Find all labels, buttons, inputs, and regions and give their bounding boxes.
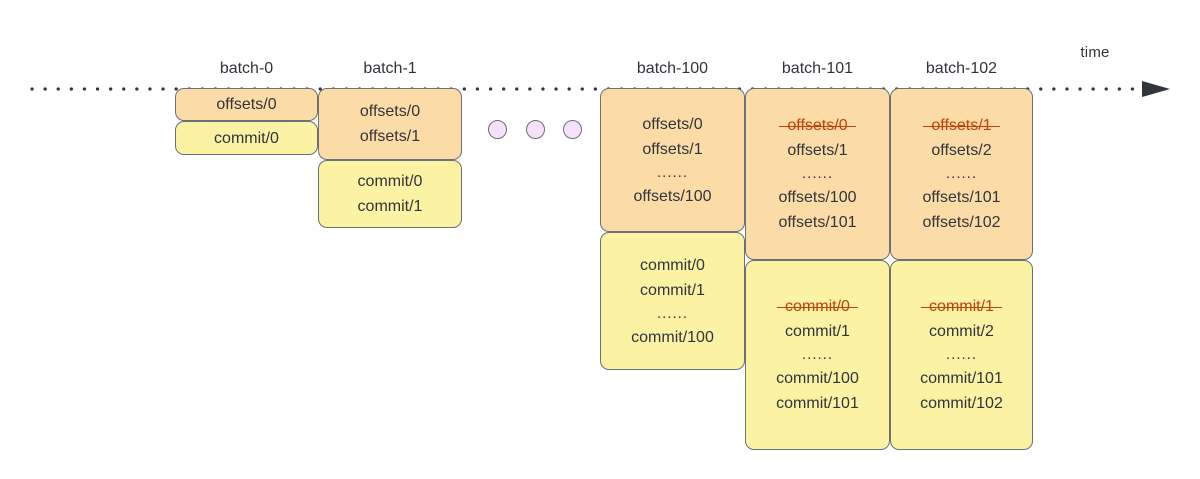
batch-label-102: batch-102 xyxy=(925,60,998,77)
commit-entry: commit/0 xyxy=(357,173,423,190)
batch-label-1: batch-1 xyxy=(363,60,417,77)
offsets-entry: offsets/100 xyxy=(778,189,857,206)
time-axis-arrowhead xyxy=(1142,81,1170,97)
offsets-entry: offsets/1 xyxy=(787,142,848,159)
commit-ellipsis: ...... xyxy=(945,346,977,363)
commit-entry: commit/101 xyxy=(920,370,1003,387)
batch-label-100: batch-100 xyxy=(636,60,709,77)
batch-1-commit-box[interactable]: commit/0 commit/1 xyxy=(318,160,462,228)
batch-100-commit-box[interactable]: commit/0 commit/1 ...... commit/100 xyxy=(600,232,745,370)
offsets-entry: offsets/100 xyxy=(633,187,712,205)
batch-101-commit-box[interactable]: commit/0 commit/1 ...... commit/100 comm… xyxy=(745,260,890,450)
offsets-entry-removed: offsets/0 xyxy=(779,113,856,138)
offsets-ellipsis: ...... xyxy=(656,163,688,181)
batch-1-offsets-box[interactable]: offsets/0 offsets/1 xyxy=(318,88,462,160)
batch-101-offsets-box[interactable]: offsets/0 offsets/1 ...... offsets/100 o… xyxy=(745,88,890,260)
offsets-entry: offsets/1 xyxy=(359,128,421,145)
offsets-entry: offsets/0 xyxy=(642,115,703,133)
offsets-entry-removed: offsets/1 xyxy=(923,113,1000,138)
continuation-dot-1 xyxy=(488,120,507,139)
offsets-entry: offsets/1 xyxy=(642,140,703,158)
offsets-entry: offsets/0 xyxy=(216,96,277,113)
commit-entry: commit/1 xyxy=(357,198,423,215)
offsets-entry: offsets/102 xyxy=(922,214,1001,231)
offsets-entry: offsets/101 xyxy=(778,214,857,231)
batch-102-commit-box[interactable]: commit/1 commit/2 ...... commit/101 comm… xyxy=(890,260,1033,450)
commit-entry-removed: commit/0 xyxy=(777,294,858,319)
commit-entry: commit/0 xyxy=(214,129,279,147)
commit-entry: commit/102 xyxy=(920,395,1003,412)
batch-0-commit-box[interactable]: commit/0 xyxy=(175,121,318,155)
batch-label-101: batch-101 xyxy=(781,60,854,77)
commit-entry: commit/2 xyxy=(929,323,994,340)
continuation-dot-2 xyxy=(526,120,545,139)
commit-entry-removed: commit/1 xyxy=(921,294,1002,319)
batch-102-offsets-box[interactable]: offsets/1 offsets/2 ...... offsets/101 o… xyxy=(890,88,1033,260)
commit-entry: commit/0 xyxy=(640,256,705,274)
offsets-entry: offsets/2 xyxy=(931,142,992,159)
offsets-ellipsis: ...... xyxy=(801,165,833,182)
offsets-entry: offsets/101 xyxy=(922,189,1001,206)
commit-entry: commit/101 xyxy=(776,395,859,412)
commit-entry: commit/100 xyxy=(631,328,714,346)
offsets-ellipsis: ...... xyxy=(945,165,977,182)
commit-entry: commit/1 xyxy=(640,281,705,299)
time-axis-label: time xyxy=(1080,44,1110,61)
batch-100-offsets-box[interactable]: offsets/0 offsets/1 ...... offsets/100 xyxy=(600,88,745,232)
continuation-dot-3 xyxy=(563,120,582,139)
commit-ellipsis: ...... xyxy=(801,346,833,363)
offsets-entry: offsets/0 xyxy=(359,103,421,120)
commit-entry: commit/1 xyxy=(785,323,850,340)
batch-label-0: batch-0 xyxy=(219,60,274,77)
batch-0-offsets-box[interactable]: offsets/0 xyxy=(175,88,318,121)
commit-ellipsis: ...... xyxy=(656,304,688,322)
commit-entry: commit/100 xyxy=(776,370,859,387)
